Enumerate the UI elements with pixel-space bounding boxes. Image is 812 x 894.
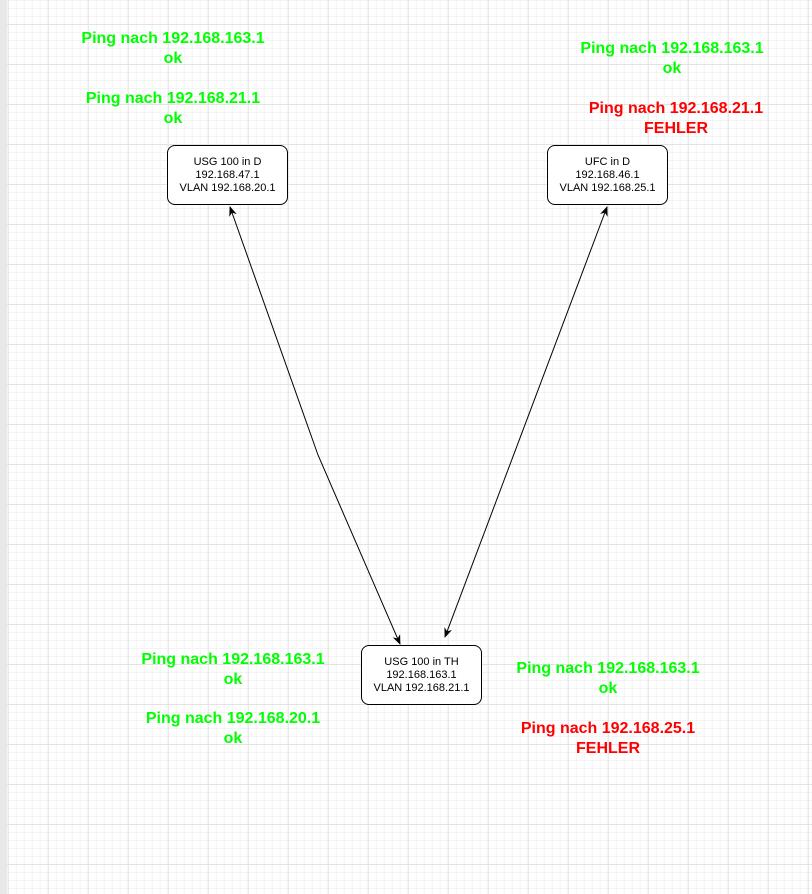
node-name: USG 100 in D bbox=[193, 155, 262, 168]
node-ip: 192.168.46.1 bbox=[575, 168, 640, 181]
node-ip: 192.168.163.1 bbox=[386, 668, 457, 681]
node-usg-100-d[interactable]: USG 100 in D 192.168.47.1 VLAN 192.168.2… bbox=[167, 145, 288, 205]
node-name: USG 100 in TH bbox=[384, 655, 459, 668]
diagram-canvas[interactable] bbox=[7, 0, 812, 894]
connector-ufc-d-to-usg-th[interactable] bbox=[444, 206, 608, 638]
node-name: UFC in D bbox=[584, 155, 631, 168]
node-ufc-d[interactable]: UFC in D 192.168.46.1 VLAN 192.168.25.1 bbox=[547, 145, 668, 205]
node-vlan: VLAN 192.168.20.1 bbox=[179, 181, 276, 194]
connector-usg-d-to-usg-th[interactable] bbox=[229, 206, 401, 645]
node-vlan: VLAN 192.168.21.1 bbox=[373, 681, 470, 694]
node-vlan: VLAN 192.168.25.1 bbox=[559, 181, 656, 194]
node-ip: 192.168.47.1 bbox=[195, 168, 260, 181]
node-usg-100-th[interactable]: USG 100 in TH 192.168.163.1 VLAN 192.168… bbox=[361, 645, 482, 705]
